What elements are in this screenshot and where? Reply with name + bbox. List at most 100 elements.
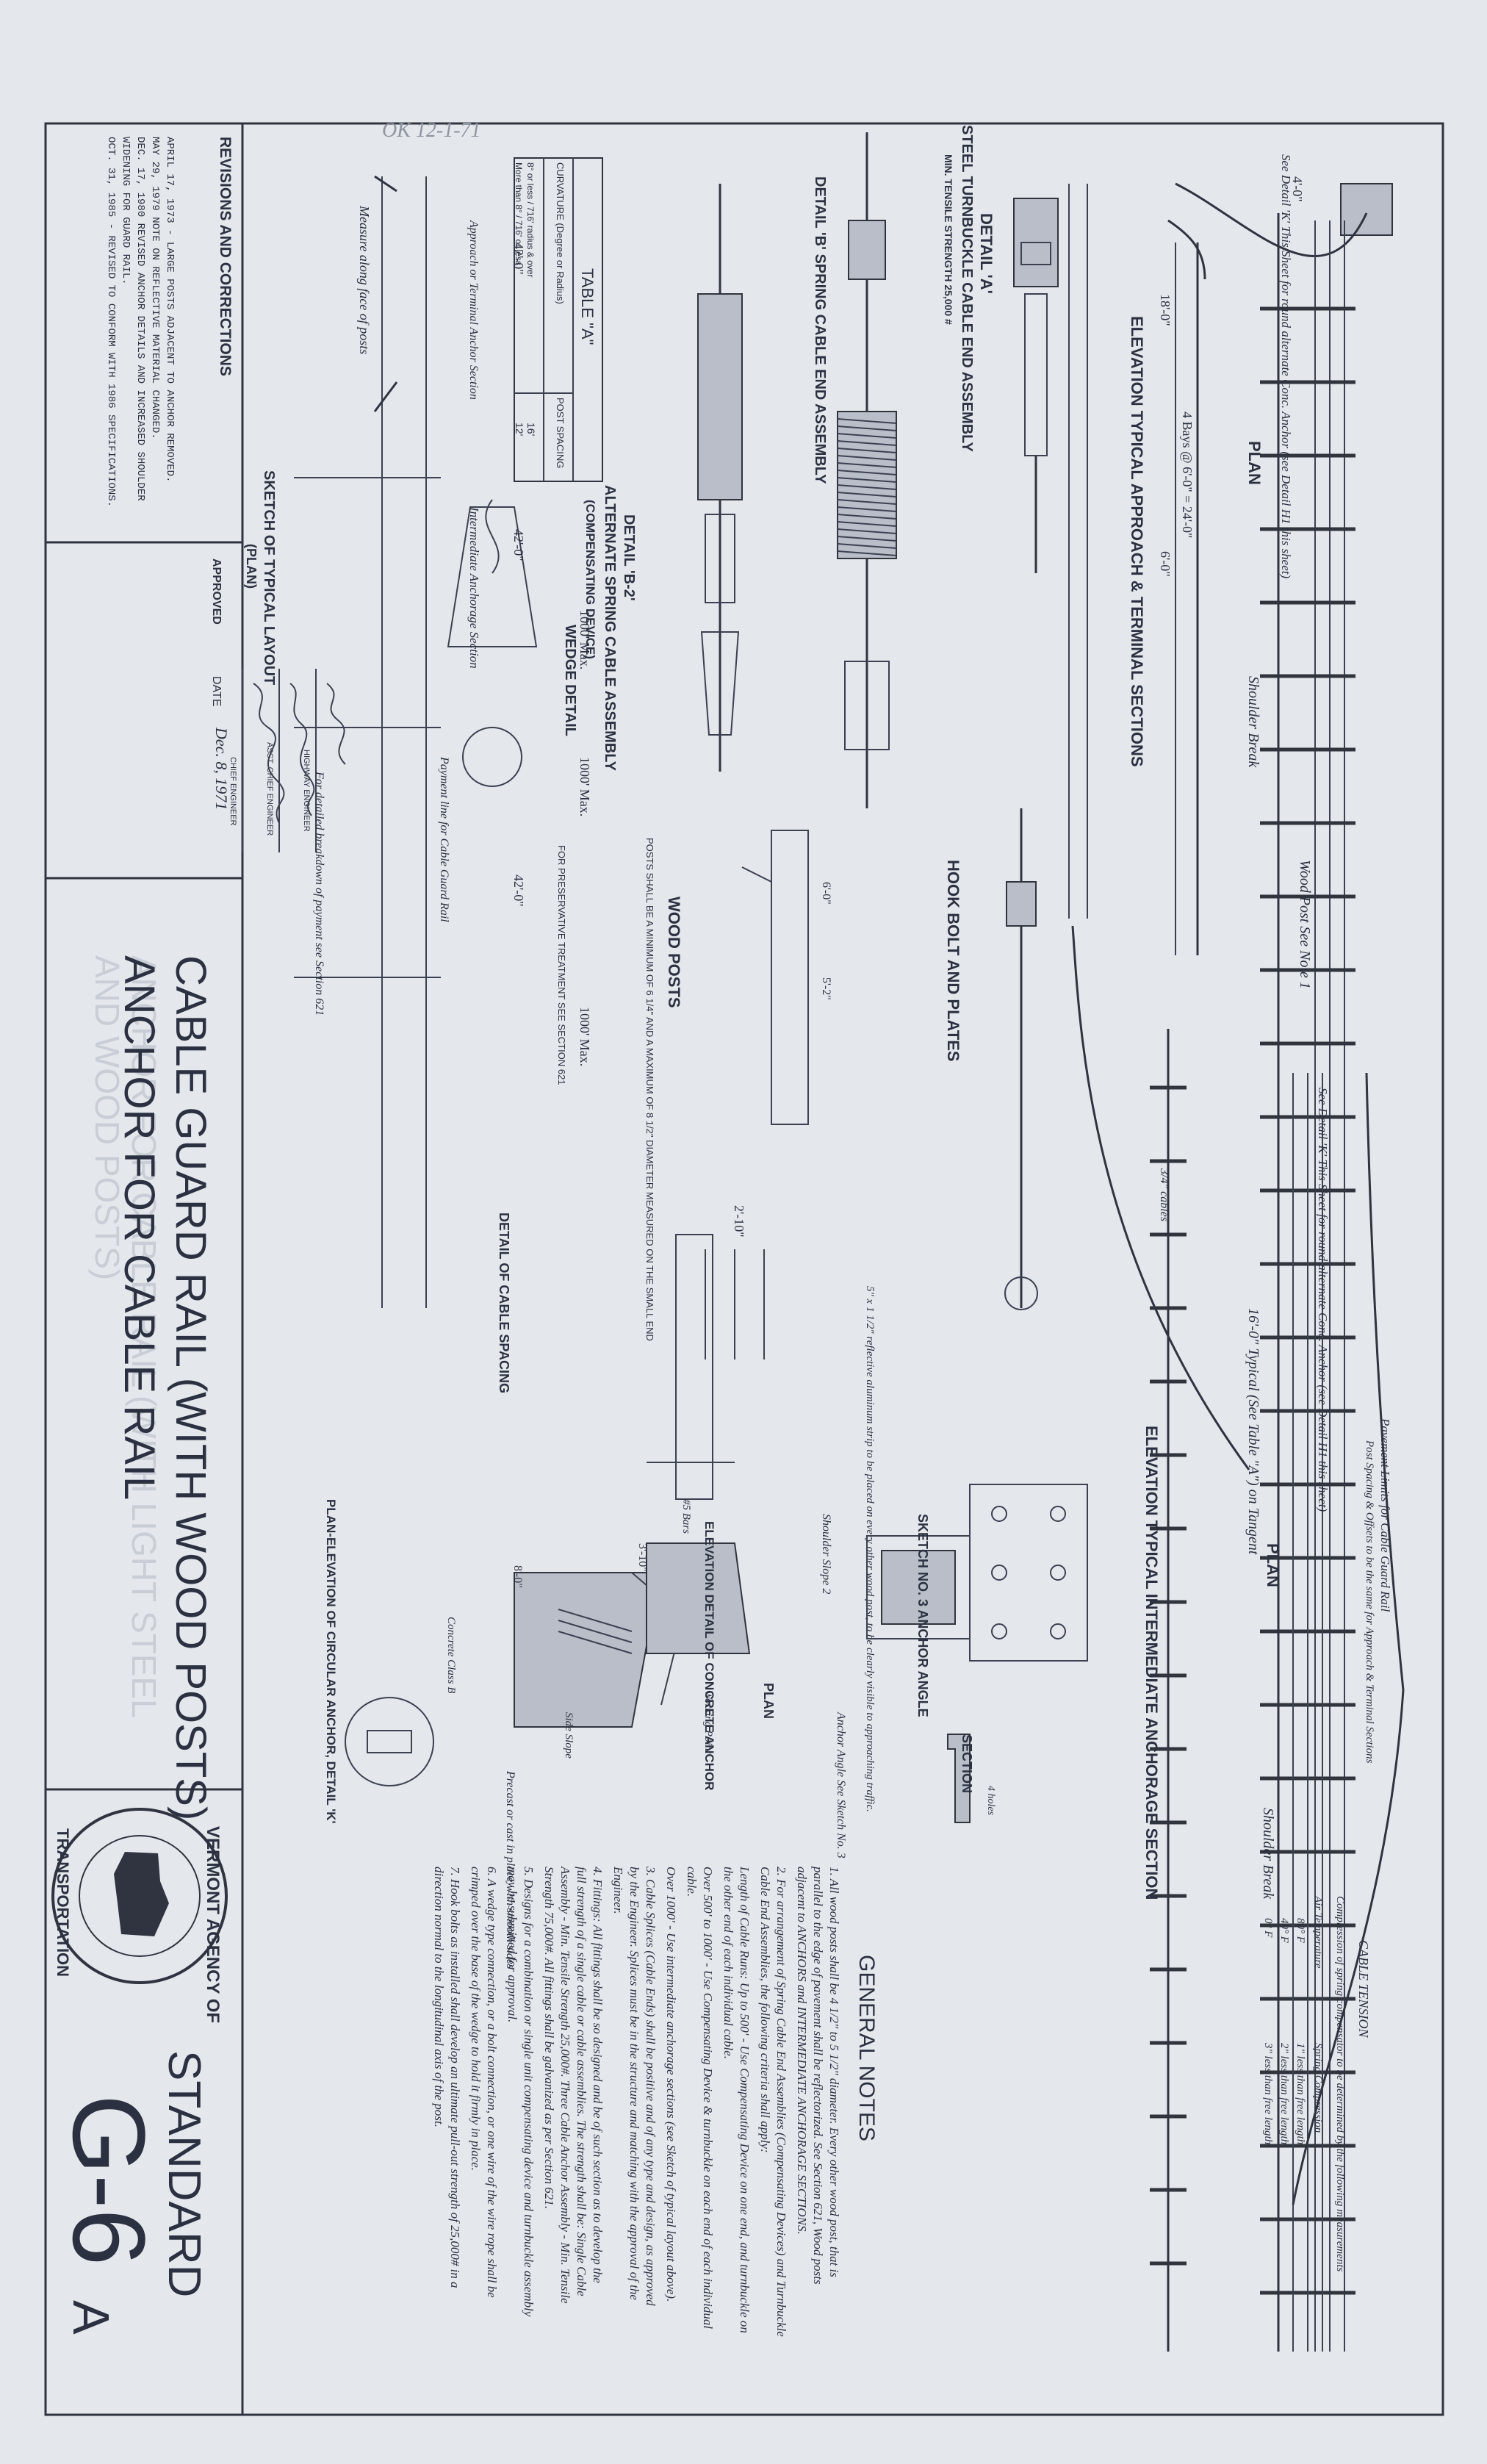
sheet-number: G-6 — [51, 2094, 167, 2266]
handwritten-note: OK 12-1-71 — [382, 119, 481, 142]
date-value: Dec. 8, 1971 — [212, 727, 231, 810]
spring-coil — [837, 528, 897, 534]
signature — [326, 683, 346, 765]
svg-text:(COMPENSATING DEVICE): (COMPENSATING DEVICE) — [583, 500, 597, 659]
svg-text:4'-0": 4'-0" — [1290, 176, 1305, 202]
general-note-line: direction normal to the longitudinal axi… — [432, 1867, 446, 2127]
see-detail-k-note: See Detail 'K' This Sheet for round alte… — [1316, 1088, 1330, 1512]
wood-posts-title: WOOD POSTS — [665, 897, 683, 1008]
reflective-note: 5" x 1 1/2" reflective aluminum strip to… — [864, 1286, 876, 1812]
spring-cable-assembly-drawing — [837, 132, 897, 808]
svg-text:See Detail 'K' This Sheet for: See Detail 'K' This Sheet for round alte… — [1279, 154, 1293, 579]
hook-bolt-drawing — [1004, 808, 1038, 1310]
svg-text:Shoulder Slope 2: Shoulder Slope 2 — [820, 1514, 832, 1594]
general-note-line: Strength 75,000#. All fittings shall be … — [542, 1867, 556, 2209]
anchor-angle-title: SKETCH NO. 3 ANCHOR ANGLE — [915, 1514, 930, 1717]
title-line-2: ANCHOR FOR CABLE RAIL — [115, 955, 163, 1500]
spring-coil — [837, 462, 897, 468]
svg-text:Intermediate Anchorage Section: Intermediate Anchorage Section — [467, 506, 481, 669]
svg-text:PLAN: PLAN — [761, 1683, 776, 1719]
svg-text:ELEVATION TYPICAL INTERMEDIATE: ELEVATION TYPICAL INTERMEDIATE ANCHORAGE… — [1142, 1426, 1161, 1900]
shoulder-slope-note: Shoulder Slope 2 — [820, 1514, 832, 1594]
svg-text:WOOD POSTS: WOOD POSTS — [665, 897, 683, 1008]
general-note-line: full strength of a single cable or cable… — [575, 1867, 588, 2296]
sheet-suffix: A — [62, 2300, 120, 2335]
cable-tension-note: Compression of spring compensator to be … — [1334, 1896, 1346, 2272]
general-notes-body: 1. All wood posts shall be 4 1/2" to 5 1… — [432, 1866, 841, 2337]
table-a: TABLE "A" CURVATURE (Degree or Radius) P… — [514, 157, 603, 482]
ghost-title-line: AND WOOD POSTS) — [88, 955, 126, 1280]
svg-text:POSTS SHALL BE A MINIMUM OF 6: POSTS SHALL BE A MINIMUM OF 6 1/4" AND A… — [644, 838, 655, 1341]
shoulder-break-label: Shoulder Break — [1260, 1808, 1276, 1900]
spring-coil — [837, 425, 897, 431]
svg-text:PLAN: PLAN — [1264, 1543, 1282, 1587]
svg-text:DETAIL 'B' SPRING CABLE END AS: DETAIL 'B' SPRING CABLE END ASSEMBLY — [812, 176, 828, 484]
general-note-line: 3. Cable Splices (Cable Ends) shall be p… — [644, 1866, 658, 2306]
general-note-line: 4. Fittings: All fittings shall be so de… — [591, 1867, 605, 2283]
typical-16-note: 16'-0" Typical (See Table "A") on Tangen… — [1245, 1308, 1261, 1555]
spring-coil — [837, 484, 897, 490]
svg-text:DETAIL OF CABLE SPACING: DETAIL OF CABLE SPACING — [497, 1213, 511, 1393]
side-slope-note: Side Slope — [563, 1712, 575, 1759]
anchor-angle-note: Anchor Angle See Sketch No. 3 — [835, 1711, 847, 1858]
intermediate-section-label: Intermediate Anchorage Section — [467, 506, 481, 669]
post-spacing-note: Post Spacing & Offsets to be the same fo… — [1364, 1440, 1375, 1764]
svg-text:Measure along face of posts: Measure along face of posts — [357, 205, 372, 354]
plan-title: PLAN — [1245, 441, 1264, 485]
revision-item: APRIL 17, 1973 - LARGE POSTS ADJACENT TO… — [164, 137, 176, 482]
table-a-title: TABLE "A" — [578, 268, 597, 345]
cable-tension-block: CABLE TENSION Compression of spring comp… — [1262, 1895, 1371, 2272]
spring-coil — [837, 492, 897, 498]
general-note-line: cable. — [685, 1867, 699, 1897]
svg-text:SKETCH NO. 3 ANCHOR ANGLE: SKETCH NO. 3 ANCHOR ANGLE — [915, 1514, 930, 1717]
cable-tension-cell: 2" less than free length — [1278, 2043, 1290, 2144]
spring-coil — [837, 543, 897, 549]
svg-text:HOOK BOLT AND PLATES: HOOK BOLT AND PLATES — [944, 860, 962, 1062]
wedge-title: WEDGE DETAIL — [562, 625, 578, 736]
table-a-cell: 16' — [525, 423, 537, 436]
cables-label: 3/4" cables — [1158, 1168, 1170, 1221]
spring-coil — [837, 418, 897, 424]
anchor-section-label: Approach or Terminal Anchor Section — [467, 220, 480, 400]
standard-block: STANDARD G-6 A — [51, 2050, 209, 2335]
table-a-header: CURVATURE (Degree or Radius) — [555, 162, 566, 304]
revisions-block: REVISIONS AND CORRECTIONS APRIL 17, 1973… — [105, 137, 234, 507]
cable-tension-cell: 0° F — [1262, 1918, 1274, 1938]
svg-text:1000' Max.: 1000' Max. — [577, 757, 592, 816]
alternate-spring-drawing — [697, 184, 743, 772]
signature — [289, 683, 315, 816]
svg-text:42'-0": 42'-0" — [511, 874, 526, 907]
svg-text:8'-0": 8'-0" — [511, 1565, 524, 1588]
elevation-terminal-title: ELEVATION TYPICAL APPROACH & TERMINAL SE… — [1128, 316, 1146, 767]
svg-text:Shoulder Break: Shoulder Break — [1245, 676, 1261, 768]
measure-note: Measure along face of posts — [357, 205, 372, 354]
general-note-line: Cable End Assemblies, the following crit… — [758, 1867, 772, 2153]
concrete-anchor-dimensions: 3'-10" 8'-0" — [511, 1543, 649, 1588]
detail-a-title: DETAIL 'A' — [977, 213, 995, 294]
signature — [253, 683, 285, 824]
wood-post-note: Wood Post See Note 1 — [1297, 860, 1313, 989]
section-label: SECTION — [959, 1734, 974, 1793]
general-note-line: 6. A wedge type connection, or a bolt co… — [485, 1867, 499, 2298]
general-note-line: 5. Designs for a combination or single u… — [522, 1867, 536, 2317]
cable-tension-cell: 1" less than free length — [1295, 2043, 1306, 2144]
general-note-line: parallel to the edge of pavement shall b… — [811, 1866, 825, 2285]
svg-text:Working Point: Working Point — [702, 1690, 714, 1754]
general-note-line: Assembly - Min. Tensile Strength 25,000#… — [558, 1866, 572, 2304]
revision-item: MAY 29, 1979 NOTE ON REFLECTIVE MATERIAL… — [149, 137, 161, 439]
breakdown-note: For detailed breakdown of payment see Se… — [313, 771, 325, 1016]
revision-item: OCT. 31, 1985 - REVISED TO CONFORM WITH … — [105, 137, 117, 507]
svg-text:SECTION: SECTION — [959, 1734, 974, 1793]
svg-text:6'-0": 6'-0" — [820, 882, 832, 905]
general-note-line: crimped over the base of the wedge to ho… — [469, 1867, 483, 2171]
layout-dimensions: 42'-0" 42'-0" 42'-0" 1000' Max. 1000' Ma… — [511, 243, 592, 1066]
svg-text:WEDGE DETAIL: WEDGE DETAIL — [562, 625, 578, 736]
general-note-line: adjacent to ANCHORS and INTERMEDIATE ANC… — [795, 1867, 809, 2235]
preservative-note: FOR PRESERVATIVE TREATMENT SEE SECTION 6… — [556, 845, 567, 1085]
turnbuckle-assembly-drawing — [1013, 198, 1059, 573]
svg-text:Post Spacing & Offsets to be t: Post Spacing & Offsets to be the same fo… — [1364, 1440, 1375, 1764]
general-note-line: 2. For arrangement of Spring Cable End A… — [774, 1867, 788, 2337]
svg-text:DETAIL 'A': DETAIL 'A' — [977, 213, 995, 294]
svg-text:FOR PRESERVATIVE TREATMENT SEE: FOR PRESERVATIVE TREATMENT SEE SECTION 6… — [556, 845, 567, 1085]
